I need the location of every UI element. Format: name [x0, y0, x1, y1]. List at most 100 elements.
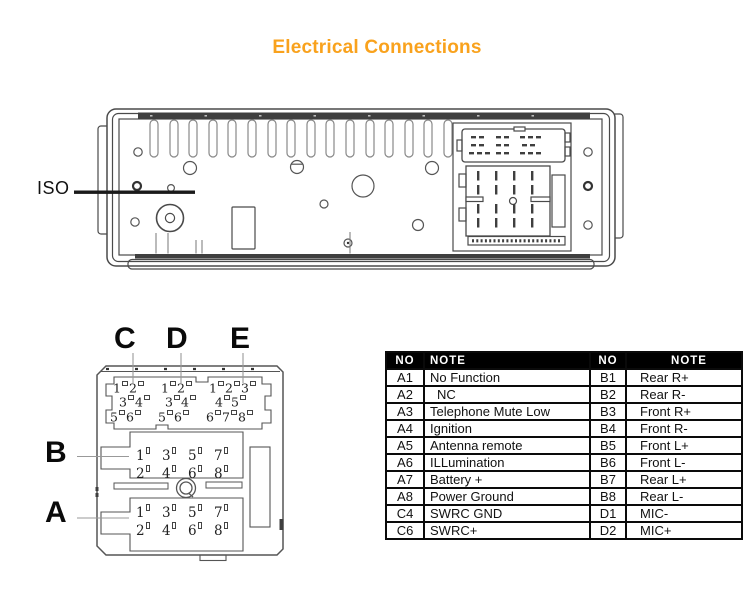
pin-number: 2	[136, 465, 151, 482]
cell-no: B5	[589, 436, 627, 455]
cell-note: Telephone Mute Low	[423, 402, 591, 421]
letter-leader-lines	[77, 353, 244, 519]
connector-letter-a: A	[45, 496, 67, 529]
cell-note: Front L+	[625, 436, 743, 455]
section-b-outline	[100, 431, 244, 479]
cell-no: A6	[385, 453, 425, 472]
pin-number: 3	[241, 381, 256, 395]
wiring-harness-connector	[456, 126, 571, 163]
cell-no: A3	[385, 402, 425, 421]
pin-number: 7	[214, 447, 229, 464]
cell-note: MIC-	[625, 504, 743, 523]
pin-number: 2	[177, 381, 192, 395]
connector-diagram	[77, 353, 284, 562]
cell-note: Rear R+	[625, 368, 743, 387]
table-row: A4 Ignition B4 Front R-	[385, 419, 743, 438]
cell-no: B1	[589, 368, 627, 387]
pin-table: NO NOTE NO NOTE A1 No Function B1 Rear R…	[385, 351, 743, 540]
cell-note: Battery +	[423, 470, 591, 489]
pin-number: 3	[165, 395, 180, 409]
top-edge-bar	[138, 112, 590, 119]
center-screw	[175, 477, 197, 499]
pin-number: 6	[174, 410, 189, 424]
cell-no: A1	[385, 368, 425, 387]
col-header: NOTE	[625, 351, 743, 370]
table-row: A8 Power Ground B8 Rear L-	[385, 487, 743, 506]
pin-number: 5	[231, 395, 246, 409]
cell-no: A5	[385, 436, 425, 455]
connector-letter-d: D	[166, 322, 188, 355]
pin-number: 3	[162, 504, 177, 521]
cell-note: Front R+	[625, 402, 743, 421]
connector-letter-e: E	[230, 322, 251, 355]
table-row: A1 No Function B1 Rear R+	[385, 368, 743, 387]
cell-no: A4	[385, 419, 425, 438]
cell-no: B7	[589, 470, 627, 489]
table-row: C6 SWRC+ D2 MIC+	[385, 521, 743, 540]
bottom-lip	[127, 258, 595, 270]
pin-number: 6	[188, 465, 203, 482]
cell-no: B8	[589, 487, 627, 506]
table-row: A3 Telephone Mute Low B3 Front R+	[385, 402, 743, 421]
pin-number: 1	[209, 381, 224, 395]
section-cde-outline	[105, 376, 272, 430]
pin-number: 2	[129, 381, 144, 395]
iso-leader-line	[74, 190, 195, 194]
iso-connector-block	[458, 165, 566, 237]
pin-number: 8	[214, 465, 229, 482]
pin-number: 6	[126, 410, 141, 424]
pin-number: 3	[119, 395, 134, 409]
connector-letter-b: B	[45, 436, 67, 469]
pin-number: 8	[214, 522, 229, 539]
connector-shell	[96, 365, 284, 556]
cell-no: B6	[589, 453, 627, 472]
cell-no: D2	[589, 521, 627, 540]
pin-number: 7	[214, 504, 229, 521]
cell-no: C4	[385, 504, 425, 523]
cell-note: Front L-	[625, 453, 743, 472]
col-header: NO	[385, 351, 425, 370]
cell-note: SWRC GND	[423, 504, 591, 523]
cell-note: MIC+	[625, 521, 743, 540]
cell-note: Antenna remote	[423, 436, 591, 455]
pin-number: 4	[215, 395, 230, 409]
chassis-outline	[106, 108, 616, 267]
cell-no: A7	[385, 470, 425, 489]
pin-number: 6	[188, 522, 203, 539]
screw-holes	[130, 147, 594, 248]
antenna-jack	[155, 203, 185, 233]
pin-number: 1	[113, 381, 128, 395]
pin-number: 4	[162, 465, 177, 482]
col-header: NOTE	[423, 351, 591, 370]
pin-number: 5	[158, 410, 173, 424]
cell-note: Rear L+	[625, 470, 743, 489]
cell-no: B3	[589, 402, 627, 421]
pin-number: 2	[225, 381, 240, 395]
bottom-edge-bar	[135, 254, 590, 259]
page-title: Electrical Connections	[272, 37, 482, 58]
cell-note: Rear L-	[625, 487, 743, 506]
cell-note: No Function	[423, 368, 591, 387]
table-row: A6 ILLumination B6 Front L-	[385, 453, 743, 472]
slot-opening	[231, 206, 256, 250]
section-a-outline	[100, 497, 244, 552]
connector-letter-c: C	[114, 322, 136, 355]
cell-no: A2	[385, 385, 425, 404]
cell-note: Ignition	[423, 419, 591, 438]
iso-label: ISO	[37, 178, 70, 198]
cell-no: C6	[385, 521, 425, 540]
cell-note: Front R-	[625, 419, 743, 438]
cell-no: B2	[589, 385, 627, 404]
cell-no: D1	[589, 504, 627, 523]
col-header: NO	[589, 351, 627, 370]
table-row: A5 Antenna remote B5 Front L+	[385, 436, 743, 455]
pin-number: 4	[162, 522, 177, 539]
table-row: A2 NC B2 Rear R-	[385, 385, 743, 404]
pin-number: 2	[136, 522, 151, 539]
pin-number: 4	[135, 395, 150, 409]
rear-connector-cluster	[452, 122, 572, 252]
cell-note: ILLumination	[423, 453, 591, 472]
cell-no: A8	[385, 487, 425, 506]
cell-note: NC	[423, 385, 591, 404]
